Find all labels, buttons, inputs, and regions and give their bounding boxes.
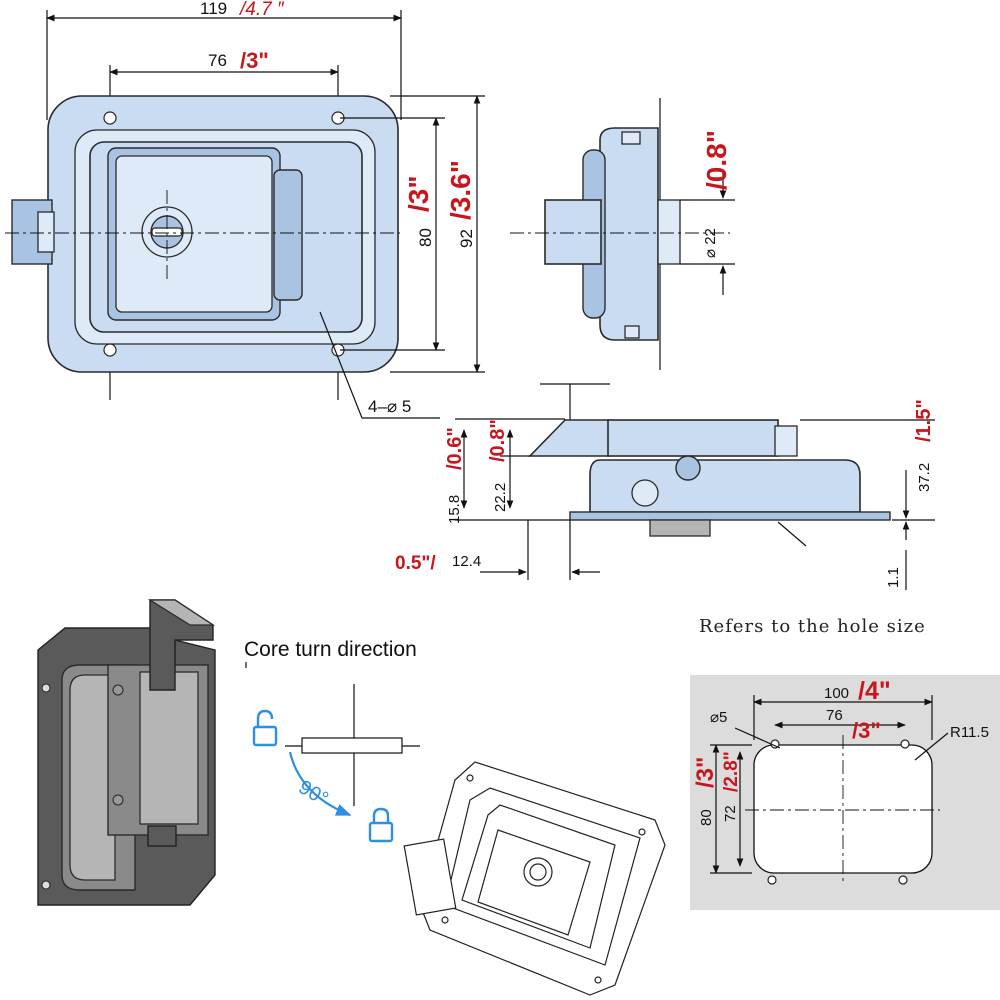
core-turn-panel: Core turn direction 90°	[244, 638, 420, 843]
cutout-inner-height-in-label: /2.8"	[721, 751, 742, 792]
offset-in-label: 0.5"/	[395, 553, 436, 574]
depth-in-label: /1.5"	[913, 399, 935, 442]
latch-wireframe-view	[403, 761, 666, 996]
key-slot-bar	[301, 737, 403, 754]
core-turn-title: Core turn direction	[244, 638, 417, 661]
profile-bolt	[607, 419, 779, 457]
thickness-mm-label: 1.1	[885, 567, 902, 588]
cutout-hole	[900, 739, 910, 749]
cutout-radius-label: R11.5	[950, 724, 989, 741]
inner-height-mm-label: 80	[416, 228, 435, 247]
outer-height-in-label: /3.6"	[445, 160, 476, 220]
side-body	[599, 127, 659, 341]
cutout-inner-height-mm-label: 72	[722, 805, 739, 822]
inner-height-in-label: /3"	[403, 175, 434, 212]
flange-in-label: /0.6"	[444, 427, 466, 470]
side-view: ⌀ 22 /0.8"	[510, 98, 735, 370]
side-bolt	[544, 199, 602, 265]
paddle-grip	[273, 169, 303, 301]
cutout-height-in-label: /3"	[692, 757, 719, 788]
rotation-angle-label: 90°	[295, 776, 332, 810]
profile-tray	[589, 459, 861, 513]
step-mm-label: 22.2	[492, 483, 509, 512]
locked-padlock-icon	[368, 807, 394, 843]
width-mm-label: 119	[200, 0, 227, 18]
holes-label: 4–⌀ 5	[368, 397, 411, 416]
cutout-width-in-label: /4"	[858, 677, 891, 705]
hole-size-panel: Refers to the hole size 100 /4" 76 /3" ⌀…	[690, 616, 1000, 910]
cutout-hole	[898, 875, 908, 885]
wireframe-bolt	[403, 838, 457, 916]
latch-render-back	[37, 599, 216, 906]
outer-height-mm-label: 92	[457, 229, 476, 248]
rotation-arrow	[288, 751, 352, 817]
offset-mm-label: 12.4	[452, 553, 481, 570]
depth-mm-label: 37.2	[916, 463, 933, 492]
width-in-label: /4.7 ″	[238, 0, 285, 20]
hole-size-caption: Refers to the hole size	[699, 616, 926, 637]
cutout-width-mm-label: 100	[824, 685, 849, 702]
core-diameter-mm-label: ⌀ 22	[702, 228, 719, 258]
core-diameter-in-label: /0.8"	[701, 130, 732, 190]
cutout-span-mm-label: 76	[826, 707, 843, 724]
hole-span-in-label: /3"	[240, 48, 269, 73]
cutout-height-mm-label: 80	[698, 809, 715, 826]
mount-hole	[103, 111, 117, 125]
step-in-label: /0.8"	[487, 419, 509, 462]
cutout-hole	[767, 875, 777, 885]
flange-mm-label: 15.8	[446, 495, 463, 524]
profile-handle	[528, 419, 611, 457]
profile-view: 15.8 /0.6" 22.2 /0.8" 37.2 /1.5" 1.1 0.5…	[395, 383, 935, 590]
unlocked-padlock-icon	[252, 709, 278, 747]
mount-hole	[103, 343, 117, 357]
hole-span-mm-label: 76	[208, 51, 227, 70]
cutout-span-in-label: /3"	[852, 718, 881, 743]
cutout-hole-dia-label: ⌀5	[710, 709, 727, 726]
front-view: 119 /4.7 ″ 76 /3" 80	[5, 0, 485, 419]
